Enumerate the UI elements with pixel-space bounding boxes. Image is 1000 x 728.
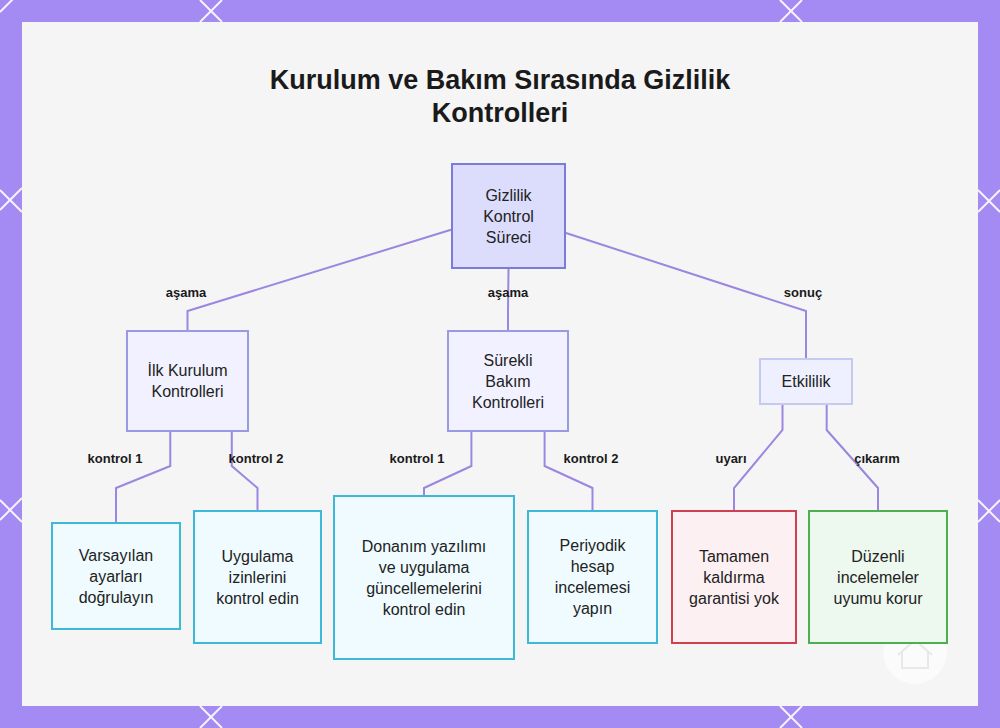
check-box: Varsayılan ayarları doğrulayın bbox=[51, 522, 181, 630]
edge-label: aşama bbox=[166, 285, 206, 300]
node-label: Varsayılan ayarları doğrulayın bbox=[63, 545, 169, 608]
node-label: Donanım yazılımı ve uygulama güncellemel… bbox=[357, 536, 491, 620]
result-box: Etkililik bbox=[759, 358, 853, 405]
edge-label: kontrol 2 bbox=[564, 451, 619, 466]
connector-line bbox=[566, 233, 806, 358]
edge-label: sonuç bbox=[784, 285, 822, 300]
connector-line bbox=[507, 269, 510, 330]
check-box: Uygulama izinlerini kontrol edin bbox=[193, 510, 322, 644]
connector-line bbox=[116, 432, 170, 522]
node-label: İlk Kurulum Kontrolleri bbox=[138, 360, 237, 402]
check-box: Donanım yazılımı ve uygulama güncellemel… bbox=[333, 495, 515, 660]
phase-box: Sürekli Bakım Kontrolleri bbox=[447, 330, 569, 432]
check-box: Periyodik hesap incelemesi yapın bbox=[527, 510, 658, 644]
root-box: Gizlilik Kontrol Süreci bbox=[451, 163, 566, 269]
edge-label: kontrol 1 bbox=[88, 451, 143, 466]
node-label: Etkililik bbox=[782, 371, 831, 392]
edge-label: kontrol 1 bbox=[390, 451, 445, 466]
node-label: Gizlilik Kontrol Süreci bbox=[461, 185, 556, 248]
edge-label: aşama bbox=[488, 285, 528, 300]
node-label: Periyodik hesap incelemesi yapın bbox=[543, 535, 642, 619]
warning-box: Tamamen kaldırma garantisi yok bbox=[671, 510, 797, 644]
outcome-box: Düzenli incelemeler uyumu korur bbox=[808, 510, 948, 644]
edge-label: çıkarım bbox=[854, 451, 900, 466]
node-label: Düzenli incelemeler uyumu korur bbox=[826, 546, 930, 609]
edge-label: kontrol 2 bbox=[229, 451, 284, 466]
connector-line bbox=[188, 230, 452, 330]
phase-box: İlk Kurulum Kontrolleri bbox=[126, 330, 249, 432]
edge-label: uyarı bbox=[715, 451, 746, 466]
node-label: Uygulama izinlerini kontrol edin bbox=[209, 546, 306, 609]
connector-line bbox=[232, 432, 258, 510]
node-label: Sürekli Bakım Kontrolleri bbox=[459, 350, 557, 413]
node-label: Tamamen kaldırma garantisi yok bbox=[687, 546, 781, 609]
diagram-title: Kurulum ve Bakım Sırasında Gizlilik Kont… bbox=[200, 64, 800, 130]
connector-line bbox=[545, 432, 593, 510]
